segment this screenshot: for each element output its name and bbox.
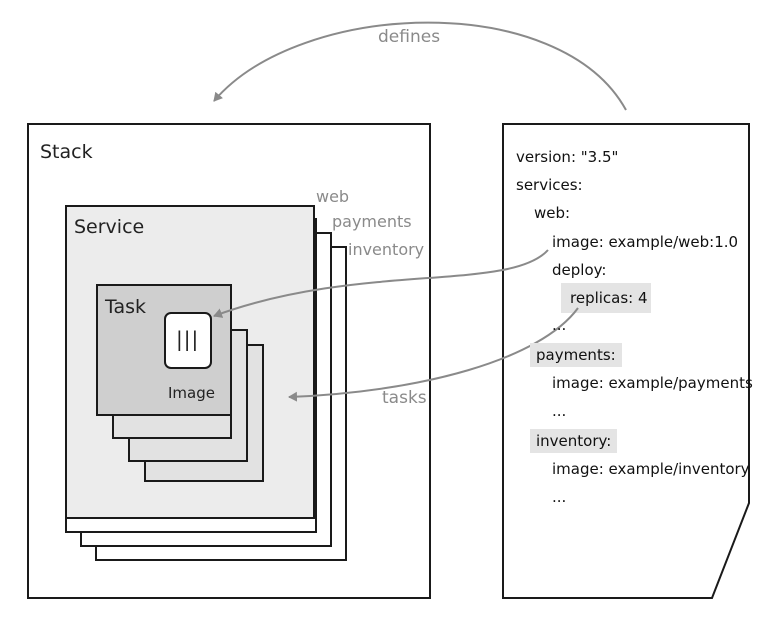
- task-title: Task: [105, 296, 147, 318]
- image-icon: |||: [176, 327, 200, 351]
- compose-version: version: "3.5": [516, 148, 619, 166]
- compose-ellipsis-inventory: ...: [552, 488, 567, 506]
- image-arrow: [213, 249, 549, 318]
- replicas-highlight: [561, 283, 651, 313]
- defines-arrow: [213, 21, 627, 111]
- compose-services: services:: [516, 176, 583, 194]
- compose-replicas: replicas: 4: [570, 289, 648, 307]
- service-name-web: web: [316, 187, 350, 206]
- tasks-arrow: [288, 307, 579, 402]
- compose-web: web:: [534, 204, 571, 222]
- tasks-label: tasks: [382, 388, 427, 408]
- compose-web-image: image: example/web:1.0: [552, 233, 739, 251]
- compose-deploy: deploy:: [552, 261, 607, 279]
- compose-ellipsis-payments: ...: [552, 402, 567, 420]
- compose-ellipsis-web: ...: [552, 316, 567, 334]
- image-box: [164, 312, 212, 369]
- service-name-inventory: inventory: [348, 240, 425, 259]
- service-title: Service: [74, 216, 145, 238]
- compose-inventory-image: image: example/inventory: [552, 460, 750, 478]
- stack-title: Stack: [40, 141, 93, 163]
- compose-file-document: [502, 123, 750, 599]
- compose-payments-image: image: example/payments: [552, 374, 753, 392]
- compose-inventory: inventory:: [530, 429, 618, 453]
- service-name-payments: payments: [332, 212, 412, 231]
- image-label: Image: [168, 384, 215, 402]
- defines-label: defines: [378, 27, 441, 47]
- compose-payments: payments:: [530, 343, 622, 367]
